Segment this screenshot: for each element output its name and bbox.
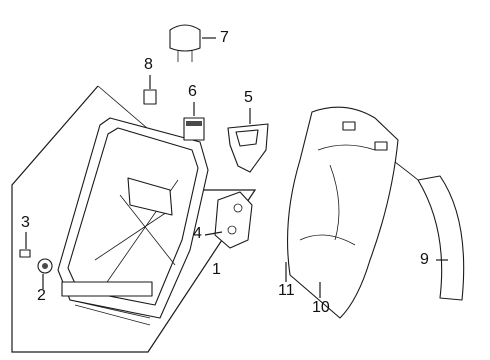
callout-11: 11: [278, 282, 295, 299]
callout-4: 4: [193, 225, 202, 242]
callout-9: 9: [420, 251, 429, 268]
nut-part-2: [37, 258, 53, 289]
callout-5: 5: [244, 89, 253, 106]
callout-8: 8: [144, 56, 153, 73]
callout-6: 6: [188, 83, 197, 100]
callout-1: 1: [212, 261, 221, 278]
callout-7: 7: [220, 29, 229, 46]
bezel-part-5: [227, 108, 269, 173]
callout-2: 2: [37, 287, 46, 304]
callout-10: 10: [312, 299, 330, 316]
guide-part-7: [169, 24, 216, 62]
callout-3: 3: [21, 214, 30, 231]
bracket-part-4: [204, 191, 253, 249]
seatback-frame: [57, 117, 209, 326]
latch-part-6: [183, 102, 205, 141]
bolt-part-3: [19, 232, 31, 258]
seatback-cushion: [285, 106, 399, 319]
assembly-outline: [11, 85, 257, 353]
back-panel-part-9: [394, 161, 465, 301]
clip-part-8: [143, 75, 157, 105]
